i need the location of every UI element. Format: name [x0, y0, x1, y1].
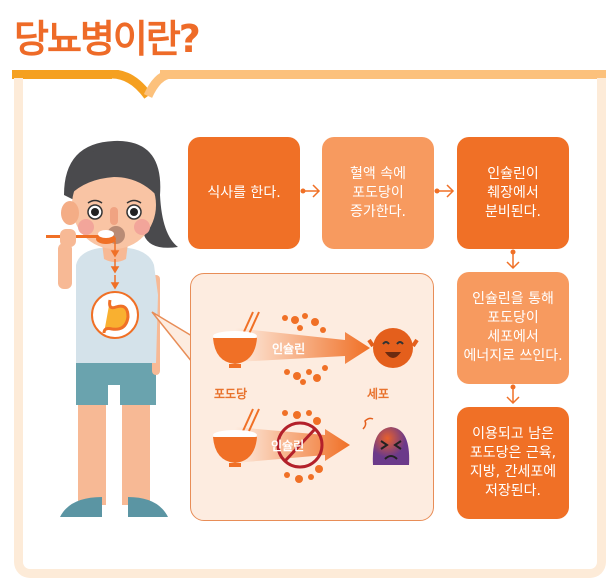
- insulin-label-blocked: 인슐린: [271, 439, 305, 453]
- flow-step-5: 이용되고 남은 포도당은 근육, 지방, 간세포에 저장된다.: [457, 407, 569, 519]
- insulin-row-blocked: [213, 408, 410, 483]
- flow-step-3: 인슐린이 췌장에서 분비된다.: [457, 137, 569, 249]
- arrow-right-icon: [434, 184, 455, 198]
- girl-illustration: [46, 140, 178, 517]
- flow-step-2: 혈액 속에 포도당이 증가한다.: [322, 137, 434, 249]
- page-title: 당뇨병이란?: [14, 17, 201, 61]
- flow-step-4: 인슐린을 통해 포도당이 세포에서 에너지로 쓰인다.: [457, 272, 569, 384]
- insulin-label: 인슐린: [272, 342, 306, 356]
- arrow-down-icon: [506, 249, 520, 270]
- arrow-right-icon: [300, 184, 321, 198]
- cell-label: 세포: [367, 387, 390, 401]
- frame-top-bar-left: [12, 70, 112, 79]
- frame-notch: [111, 70, 172, 99]
- flow-step-1: 식사를 한다.: [188, 137, 300, 249]
- glucose-label: 포도당: [214, 387, 248, 401]
- panel-pointer: [151, 311, 194, 366]
- arrow-down-icon: [506, 384, 520, 405]
- content-frame: [14, 78, 606, 578]
- stomach-icon: [102, 299, 130, 334]
- frame-top-bar-right: [160, 70, 606, 79]
- insulin-row-working: [213, 311, 419, 385]
